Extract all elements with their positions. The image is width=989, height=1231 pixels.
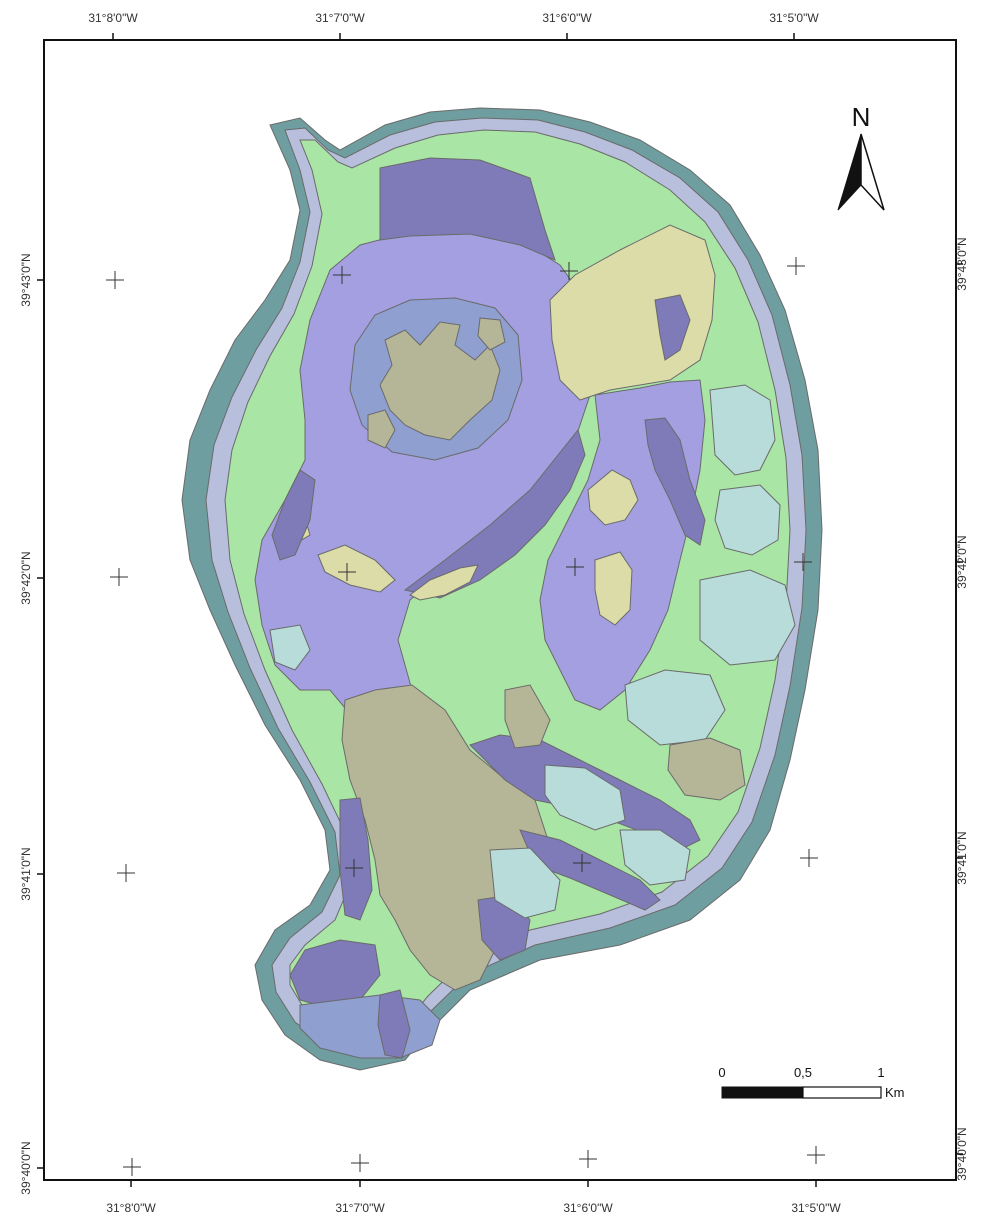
unit-pale-teal-southeast [489,847,561,919]
scale-segment-black [721,1086,804,1099]
scale-tick-label: 0 [718,1065,725,1080]
unit-dark-purple-ne-spot [654,294,691,361]
frame-ticks [37,33,963,1187]
lon-label-top: 31°8'0"W [88,11,138,25]
lon-labels-bottom: 31°8'0"W 31°7'0"W 31°6'0"W 31°5'0"W [106,1201,841,1215]
unit-dark-purple-sw-strip [377,989,411,1059]
unit-pale-teal-east [714,484,781,556]
unit-dark-purple-west-strip [339,797,373,921]
lon-label-top: 31°7'0"W [315,11,365,25]
lat-labels-left: 39°43'0"N 39°42'0"N 39°41'0"N 39°40'0"N [19,253,33,1194]
north-arrow-label: N [852,102,871,132]
lat-label-left: 39°42'0"N [19,551,33,604]
unit-pale-teal-east [624,669,726,746]
unit-slate-southwest [299,994,441,1059]
lat-label-left: 39°41'0"N [19,847,33,900]
north-arrow-icon-light [860,133,885,211]
graticule-cross [345,859,363,877]
map-frame [43,39,957,1181]
lon-label-bottom: 31°6'0"W [563,1201,613,1215]
graticule-cross [117,864,135,882]
unit-pale-teal-east [699,569,796,666]
graticule-cross [351,1154,369,1172]
lat-label-left: 39°40'0"N [19,1141,33,1194]
lon-label-top: 31°6'0"W [542,11,592,25]
unit-pale-teal-southeast [619,829,691,886]
graticule-cross [110,568,128,586]
unit-pale-teal-west [269,624,311,671]
graticule-cross [579,1150,597,1168]
unit-crater-khaki [379,321,501,441]
unit-crater-khaki [367,409,396,449]
unit-khaki-east [667,737,746,801]
north-arrow-icon-dark [837,133,862,211]
unit-crater-khaki [477,317,506,351]
lon-label-bottom: 31°5'0"W [791,1201,841,1215]
graticule-cross [566,558,584,576]
unit-cream-northeast [549,224,716,401]
unit-cream-lens [317,544,396,593]
lon-label-top: 31°5'0"W [769,11,819,25]
graticule-cross [106,271,124,289]
lon-label-bottom: 31°8'0"W [106,1201,156,1215]
lon-labels-top: 31°8'0"W 31°7'0"W 31°6'0"W 31°5'0"W [88,11,819,25]
scale-tick-label: 0,5 [794,1065,812,1080]
lon-label-bottom: 31°7'0"W [335,1201,385,1215]
unit-cream-lens [409,564,479,601]
graticule-cross [800,849,818,867]
graticule-cross [560,262,578,280]
lat-label-left: 39°43'0"N [19,253,33,306]
graticule-cross [794,553,812,571]
graticule-cross [333,266,351,284]
scale-segment-white [802,1086,882,1099]
graticule-cross [573,854,591,872]
scale-unit-label: Km [885,1085,905,1100]
scale-tick-label: 1 [877,1065,884,1080]
unit-dark-purple-north [379,157,556,261]
north-arrow: N [837,102,885,211]
graticule-cross [338,563,356,581]
unit-dark-purple-crescent [403,428,586,599]
unit-cream-east [594,551,633,626]
unit-pale-teal-southeast [544,764,626,831]
island [181,107,823,1071]
unit-pale-teal-east [709,384,776,476]
unit-dark-purple-west [271,469,316,561]
graticule-cross [787,257,805,275]
lat-labels-right: 39°43'0"N 39°42'0"N 39°41'0"N 39°40'0"N [955,237,969,1180]
unit-dark-purple-east [644,417,706,546]
graticule-cross [807,1146,825,1164]
unit-cream-east [587,469,639,526]
graticule-cross [123,1158,141,1176]
unit-khaki-small [504,684,551,749]
graticule-crosses [106,257,825,1176]
scale-bar: 0 0,5 1 Km [718,1065,904,1100]
